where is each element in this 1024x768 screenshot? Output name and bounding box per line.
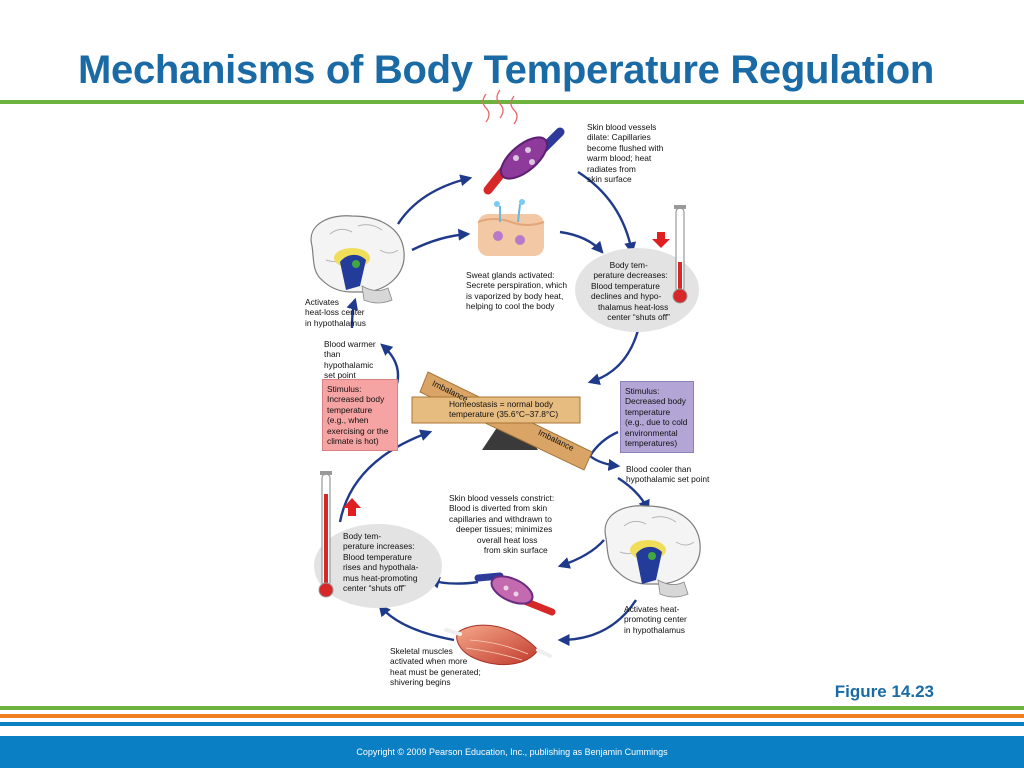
- heat-loss-center-label: Activates heat-loss center in hypothalam…: [305, 297, 366, 328]
- arrow-brain-to-skin-dilate: [396, 174, 473, 225]
- skin-constrict-label: Skin blood vessels constrict: Blood is d…: [449, 493, 555, 556]
- footer-stripe-blue: [0, 722, 1024, 726]
- balance-platform: [411, 396, 581, 424]
- brain-heat-promoting-icon: [604, 505, 701, 598]
- blood-warmer-label: Blood warmer than hypothalamic set point: [324, 339, 376, 381]
- arrow-brain-to-sweat: [411, 228, 471, 252]
- blood-cooler-label: Blood cooler than hypothalamic set point: [626, 464, 710, 485]
- heat-promoting-center-label: Activates heat- promoting center in hypo…: [624, 604, 687, 635]
- arrow-muscle-to-temp-increase: [378, 604, 455, 642]
- stimulus-cold-box: Stimulus: Decreased body temperature (e.…: [620, 381, 694, 453]
- flow-arrows: [338, 170, 650, 646]
- skeletal-muscle-icon: [444, 624, 552, 666]
- arrow-skin-dilate-to-temp-decrease: [577, 170, 637, 255]
- figure-label: Figure 14.23: [834, 682, 934, 701]
- down-arrow-icon: [652, 232, 670, 248]
- footer-stripe-orange: [0, 714, 1024, 718]
- homeostasis-label: Homeostasis = normal body temperature (3…: [449, 399, 559, 420]
- stimulus-hot-box: Stimulus: Increased body temperature (e.…: [322, 379, 398, 451]
- up-arrow-icon: [343, 498, 361, 516]
- temp-decrease-oval: [575, 248, 699, 332]
- sweat-glands-label: Sweat glands activated: Secrete perspira…: [466, 270, 568, 312]
- arrow-temp-increase-to-balance: [338, 429, 433, 523]
- skin-dilate-label: Skin blood vessels dilate: Capillaries b…: [587, 122, 664, 185]
- thermometer-increase-icon: [318, 471, 334, 598]
- constricted-vessels-icon: [474, 572, 556, 616]
- sweat-gland-icon: [477, 199, 545, 256]
- copyright-text: Copyright © 2009 Pearson Education, Inc.…: [356, 747, 668, 757]
- temp-increase-label: Body tem- perature increases: Blood temp…: [343, 531, 419, 594]
- arrow-brain-to-muscle: [557, 599, 638, 646]
- arrow-sweat-to-temp-decrease: [559, 230, 604, 254]
- title-divider-green: [0, 100, 1024, 104]
- arrow-stimulus-cold-to-blood-cooler: [588, 430, 621, 471]
- thermometer-decrease-icon: [672, 205, 688, 304]
- arrow-blood-warmer-to-brain: [346, 297, 358, 329]
- arrow-brain-to-skin-constrict: [557, 539, 605, 569]
- page-title: Mechanisms of Body Temperature Regulatio…: [78, 48, 935, 92]
- footer-bar: Copyright © 2009 Pearson Education, Inc.…: [0, 736, 1024, 768]
- footer-stripe-green: [0, 706, 1024, 710]
- homeostasis-balance: [411, 371, 593, 471]
- temp-decrease-label: Body tem- perature decreases: Blood temp…: [591, 260, 670, 323]
- shivering-label: Skeletal muscles activated when more hea…: [390, 646, 481, 688]
- dilated-vessels-icon: [482, 89, 565, 195]
- temp-increase-oval: [314, 524, 442, 608]
- brain-heat-loss-icon: [310, 215, 405, 304]
